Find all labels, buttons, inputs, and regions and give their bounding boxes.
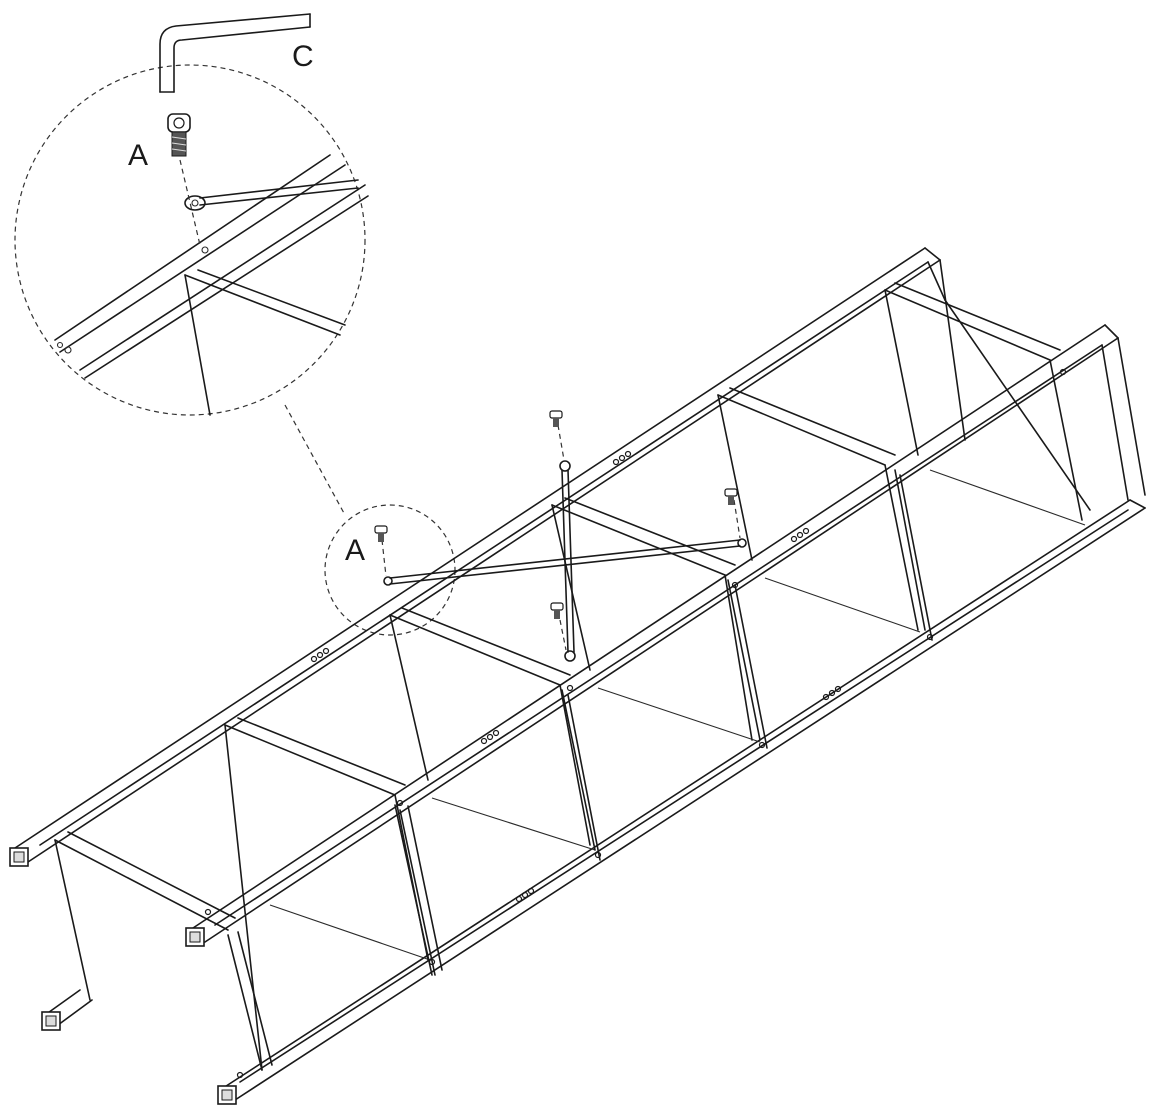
label-screw-main: A [345,534,365,567]
label-screw-detail: A [128,139,148,172]
allen-key-icon [159,13,311,93]
shelf-frame [9,247,1146,1105]
detail-marker-circle [324,504,456,636]
label-allen-key: C [292,40,314,73]
detail-leader-line [284,404,346,516]
small-screw-icon [374,410,738,619]
cross-brace [381,424,747,662]
detail-magnifier [14,64,369,416]
screw-icon [167,113,191,157]
